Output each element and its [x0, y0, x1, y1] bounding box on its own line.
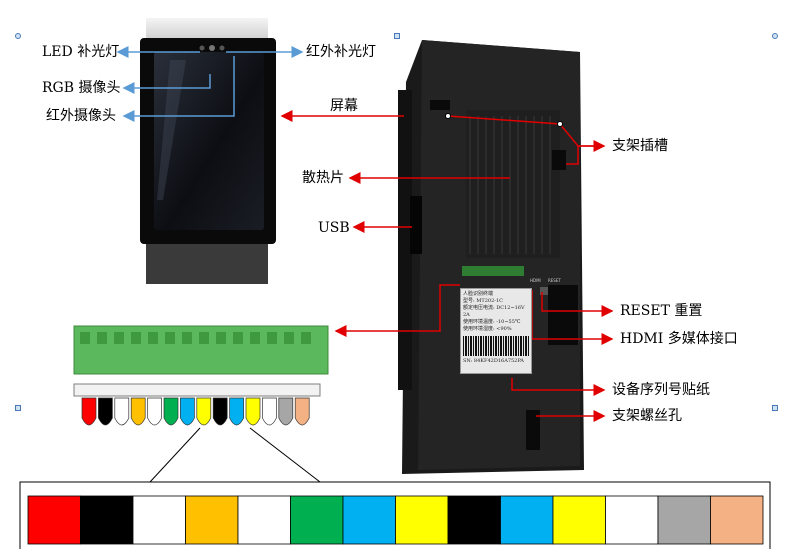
- label-hdmi: HDMI 多媒体接口: [620, 331, 738, 347]
- bracket-screw-hole: [526, 410, 540, 450]
- color-swatch-14: [710, 495, 764, 545]
- label-usb: USB: [318, 220, 350, 236]
- wire-end-1: [81, 397, 97, 426]
- back-device: [398, 40, 584, 474]
- label-ir-fill-light: 红外补光灯: [306, 44, 376, 60]
- wire-end-12: [262, 397, 277, 426]
- wire-end-11: [245, 397, 261, 426]
- color-swatch-3: [132, 495, 186, 545]
- terminal-block: [73, 325, 329, 397]
- wire-end-2: [98, 397, 113, 426]
- arrow-rgb: [122, 74, 211, 94]
- label-rgb-camera: RGB 摄像头: [42, 80, 121, 96]
- label-bracket-screw-hole: 支架螺丝孔: [612, 408, 682, 424]
- callout-line-right: [249, 427, 321, 483]
- wire-end-4: [130, 397, 146, 426]
- wire-end-5: [147, 397, 162, 426]
- callout-line-left: [149, 427, 201, 483]
- sticker-sn-value: 84KF42D16A752PA: [473, 358, 524, 364]
- color-swatch-2: [80, 495, 134, 545]
- ir-dot: [219, 45, 225, 51]
- wire-ends: [81, 397, 310, 426]
- usb-port: [410, 196, 422, 254]
- arrow-reset: [541, 292, 614, 317]
- terminal-label-strip: [73, 383, 321, 397]
- back-port-recess: [548, 285, 578, 345]
- hdmi-port-label: HDMI: [530, 278, 541, 283]
- back-side-edge: [398, 90, 412, 390]
- color-swatch-10: [500, 495, 554, 545]
- front-stand-base: [146, 244, 268, 284]
- label-screen: 屏幕: [330, 98, 358, 114]
- selection-handle-tm[interactable]: [394, 33, 400, 39]
- arrow-terminal: [334, 284, 460, 337]
- wire-end-3: [114, 397, 130, 426]
- sticker-temp: 使用环境温度: -10~55℃: [463, 319, 521, 325]
- bracket-slot-right: [552, 150, 566, 170]
- arrow-serial: [511, 378, 606, 396]
- selection-handle-tl[interactable]: [15, 33, 21, 39]
- wire-end-9: [212, 397, 228, 426]
- wire-end-6: [163, 397, 179, 426]
- selection-handle-mr[interactable]: [772, 405, 778, 411]
- sticker-sn-label: SN:: [463, 358, 473, 364]
- back-arrows: [280, 110, 614, 422]
- camera-dot: [209, 45, 215, 51]
- serial-sticker: 人脸识别终端 型号: MT202-1C 额定电压电流: DC12~16V 2A …: [460, 288, 532, 374]
- color-swatch-5: [237, 495, 291, 545]
- sticker-title: 人脸识别终端: [463, 291, 494, 297]
- color-swatch-7: [342, 495, 396, 545]
- color-swatch-13: [657, 495, 711, 545]
- color-swatch-11: [552, 495, 606, 545]
- sticker-model: 型号: MT202-1C: [463, 298, 503, 304]
- color-swatch-1: [27, 495, 81, 545]
- led-dot: [199, 45, 205, 51]
- color-swatch-9: [447, 495, 501, 545]
- reset-button: [540, 287, 548, 295]
- heatsink-area: [466, 110, 560, 258]
- arrow-ir-camera: [122, 56, 235, 122]
- color-bar: [27, 495, 764, 545]
- label-led-fill-light: LED 补光灯: [42, 44, 120, 60]
- label-ir-camera: 红外摄像头: [46, 108, 116, 124]
- reset-port-label: RESET: [548, 278, 561, 283]
- arrow-hdmi: [531, 290, 614, 345]
- color-swatch-8: [395, 495, 449, 545]
- wire-end-13: [278, 397, 294, 426]
- front-arrows: [116, 46, 304, 122]
- selection-handle-tr[interactable]: [772, 33, 778, 39]
- label-bracket-slot: 支架插槽: [612, 138, 668, 154]
- color-bar-frame: [19, 481, 771, 549]
- front-device: [140, 18, 276, 284]
- selection-handle-ml[interactable]: [15, 405, 21, 411]
- wire-end-8: [196, 397, 212, 426]
- sticker-voltage: 额定电压电流: DC12~16V 2A: [463, 305, 525, 318]
- bracket-slot-left: [430, 100, 450, 110]
- slot-marker-left: [445, 113, 451, 119]
- color-swatch-4: [185, 495, 239, 545]
- line-slot-b: [566, 146, 579, 165]
- label-reset: RESET 重置: [620, 303, 703, 319]
- front-screen: [154, 52, 264, 230]
- sticker-humidity: 使用环境湿度: <90%: [463, 326, 512, 332]
- label-heatsink: 散热片: [302, 170, 344, 186]
- color-swatch-12: [605, 495, 659, 545]
- back-terminal: [462, 266, 524, 276]
- slot-marker-right: [557, 121, 563, 127]
- wire-end-7: [180, 397, 195, 426]
- label-serial-sticker: 设备序列号贴纸: [612, 382, 710, 398]
- wire-end-10: [229, 397, 244, 426]
- sticker-barcode: [463, 336, 529, 356]
- wire-end-14: [294, 397, 310, 426]
- color-swatch-6: [290, 495, 344, 545]
